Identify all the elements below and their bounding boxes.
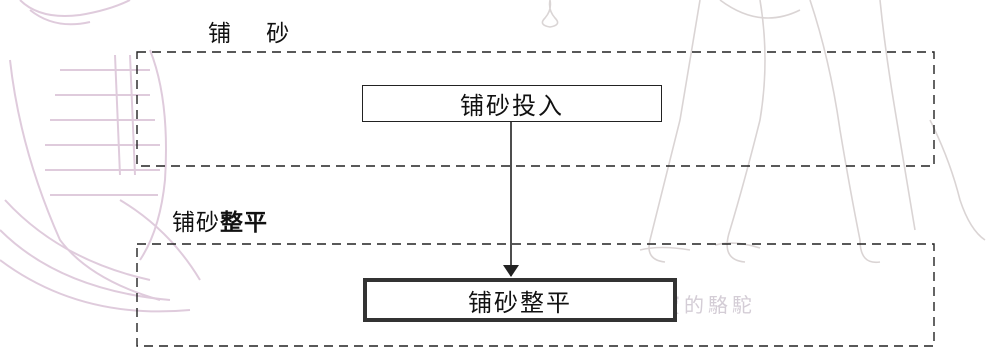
group-box-1 [136,51,935,167]
group-label-pushaa-zhengping: 铺砂整平 [172,203,268,237]
node-sand-leveling-label: 铺砂整平 [468,288,572,317]
pharaoh-mask-drawing [0,0,201,313]
group-label-bold: 整平 [220,209,268,236]
camel-drawing [541,0,986,264]
node-sand-input-label: 铺砂投入 [460,92,564,120]
group-label-regular: 铺砂 [172,210,220,236]
node-sand-leveling: 铺砂整平 [363,278,677,322]
group-box-2 [136,243,935,347]
node-sand-input: 铺砂投入 [362,85,662,122]
group-label-pushasha: 铺 砂 [208,21,304,47]
